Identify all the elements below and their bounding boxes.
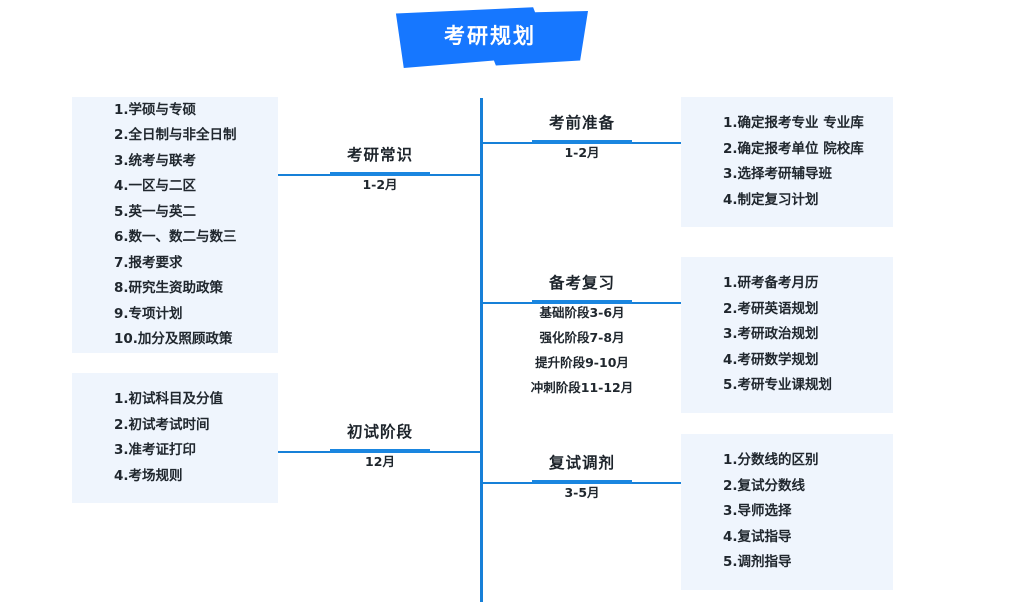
branch-period-fushi-tiaoji: 3-5月 bbox=[564, 485, 600, 500]
branch-period-beikao-fuxi-1: 基础阶段3-6月 bbox=[539, 305, 625, 320]
underline-kaoyan-changshi bbox=[330, 172, 430, 176]
list-item: 1.分数线的区别 bbox=[723, 452, 819, 469]
list-item: 3.导师选择 bbox=[723, 503, 792, 520]
title-banner: 考研规划 bbox=[392, 6, 588, 68]
underline-kaoqian-zhunbei bbox=[532, 140, 632, 144]
list-item: 5.调剂指导 bbox=[723, 554, 792, 571]
list-item: 7.报考要求 bbox=[114, 254, 183, 271]
list-item: 5.英一与英二 bbox=[114, 203, 197, 220]
branch-title-beikao-fuxi: 备考复习 bbox=[548, 274, 615, 292]
banner-shape bbox=[395, 7, 588, 68]
list-item: 10.加分及照顾政策 bbox=[114, 331, 233, 347]
list-item: 2.全日制与非全日制 bbox=[114, 127, 237, 143]
leafbox-beikao-fuxi[interactable]: 1.研考备考月历 2.考研英语规划 3.考研政治规划 4.考研数学规划 5.考研… bbox=[681, 257, 893, 413]
leafbox-fushi-tiaoji[interactable]: 1.分数线的区别 2.复试分数线 3.导师选择 4.复试指导 5.调剂指导 bbox=[681, 434, 893, 590]
list-item: 1.学硕与专硕 bbox=[114, 101, 197, 118]
branch-label-kaoyan-changshi[interactable]: 考研常识 1-2月 bbox=[305, 143, 455, 196]
branch-period-chushi-jieduan: 12月 bbox=[365, 454, 395, 469]
branch-title-chushi-jieduan: 初试阶段 bbox=[346, 423, 413, 441]
branch-title-kaoqian-zhunbei: 考前准备 bbox=[548, 114, 615, 132]
list-item: 4.复试指导 bbox=[723, 528, 792, 545]
branch-label-chushi-jieduan[interactable]: 初试阶段 12月 bbox=[305, 420, 455, 473]
list-item: 4.考场规则 bbox=[114, 467, 183, 484]
list-item: 2.考研英语规划 bbox=[723, 300, 819, 317]
branch-label-kaoqian-zhunbei[interactable]: 考前准备 1-2月 bbox=[507, 111, 657, 164]
list-item: 9.专项计划 bbox=[114, 305, 183, 322]
leafbox-chushi-jieduan[interactable]: 1.初试科目及分值 2.初试考试时间 3.准考证打印 4.考场规则 bbox=[72, 373, 278, 503]
leafbox-kaoyan-changshi[interactable]: 1.学硕与专硕 2.全日制与非全日制 3.统考与联考 4.一区与二区 5.英一与… bbox=[72, 97, 278, 353]
list-item: 6.数一、数二与数三 bbox=[114, 229, 237, 245]
branch-label-beikao-fuxi[interactable]: 备考复习 基础阶段3-6月 强化阶段7-8月 提升阶段9-10月 冲刺阶段11-… bbox=[507, 271, 657, 400]
underline-beikao-fuxi bbox=[532, 300, 632, 304]
leafbox-kaoqian-zhunbei[interactable]: 1.确定报考专业 专业库 2.确定报考单位 院校库 3.选择考研辅导班 4.制定… bbox=[681, 97, 893, 227]
list-item: 3.考研政治规划 bbox=[723, 326, 819, 343]
list-item: 4.一区与二区 bbox=[114, 178, 197, 194]
branch-period-kaoqian-zhunbei: 1-2月 bbox=[564, 145, 600, 160]
list-item: 5.考研专业课规划 bbox=[723, 377, 833, 394]
list-item: 3.准考证打印 bbox=[114, 442, 197, 458]
underline-fushi-tiaoji bbox=[532, 480, 632, 484]
list-item: 3.选择考研辅导班 bbox=[723, 166, 833, 182]
central-spine bbox=[480, 98, 483, 602]
page-title: 考研规划 bbox=[444, 24, 536, 48]
list-item: 1.确定报考专业 专业库 bbox=[723, 115, 864, 131]
list-item: 1.初试科目及分值 bbox=[114, 391, 224, 407]
underline-chushi-jieduan bbox=[330, 449, 430, 453]
branch-period-beikao-fuxi-4: 冲刺阶段11-12月 bbox=[530, 380, 634, 395]
list-item: 4.制定复习计划 bbox=[723, 191, 819, 208]
branch-period-beikao-fuxi-3: 提升阶段9-10月 bbox=[535, 355, 629, 370]
list-item: 3.统考与联考 bbox=[114, 152, 197, 169]
list-item: 2.复试分数线 bbox=[723, 477, 806, 494]
list-item: 2.初试考试时间 bbox=[114, 416, 210, 433]
list-item: 1.研考备考月历 bbox=[723, 275, 819, 292]
branch-period-kaoyan-changshi: 1-2月 bbox=[362, 177, 398, 192]
branch-period-beikao-fuxi-2: 强化阶段7-8月 bbox=[539, 330, 625, 345]
branch-title-fushi-tiaoji: 复试调剂 bbox=[548, 454, 615, 472]
list-item: 2.确定报考单位 院校库 bbox=[723, 140, 864, 157]
branch-label-fushi-tiaoji[interactable]: 复试调剂 3-5月 bbox=[507, 451, 657, 504]
branch-title-kaoyan-changshi: 考研常识 bbox=[346, 146, 413, 164]
list-item: 4.考研数学规划 bbox=[723, 351, 819, 368]
list-item: 8.研究生资助政策 bbox=[114, 280, 224, 296]
